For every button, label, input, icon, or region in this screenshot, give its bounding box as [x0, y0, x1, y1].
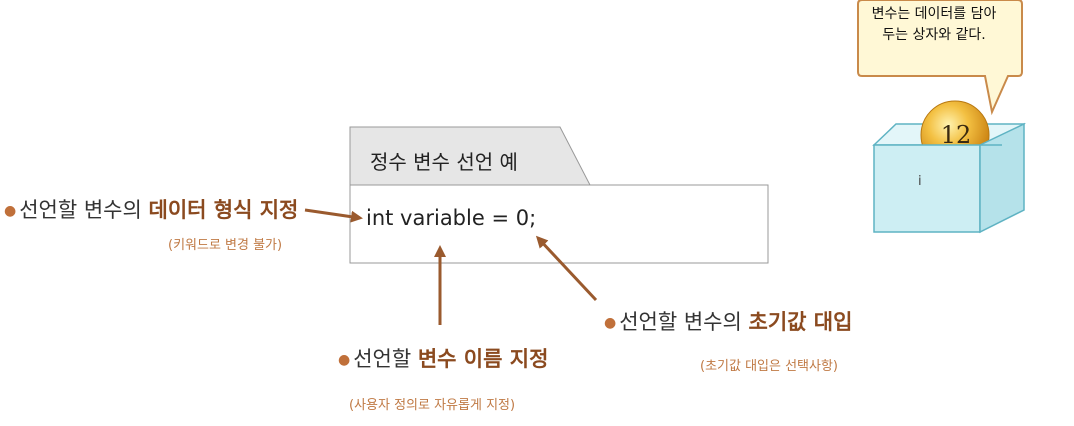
annotation-init-value-prefix: 선언할 변수의: [619, 310, 749, 334]
annotation-init-value-emphasis: 초기값 대입: [748, 310, 853, 334]
speech-bubble: [857, 0, 1023, 116]
code-line: int variable = 0;: [366, 206, 537, 230]
annotation-data-type: ●선언할 변수의 데이터 형식 지정: [4, 194, 298, 224]
annotation-init-value: ●선언할 변수의 초기값 대입: [604, 306, 852, 336]
bubble-text: 변수는 데이터를 담아 두는 상자와 같다.: [860, 4, 1008, 46]
box-label: i: [918, 174, 922, 189]
annotation-data-type-note: (키워드로 변경 불가): [168, 238, 283, 253]
annotation-var-name-emphasis: 변수 이름 지정: [417, 347, 549, 371]
bullet-icon: ●: [604, 315, 617, 331]
bubble-line-1: 변수는 데이터를 담아: [871, 6, 997, 22]
annotation-var-name: ●선언할 변수 이름 지정: [338, 343, 548, 373]
annotation-data-type-emphasis: 데이터 형식 지정: [148, 198, 299, 222]
annotation-var-name-note: (사용자 정의로 자유롭게 지정): [349, 398, 516, 413]
ball-value: 12: [940, 121, 972, 149]
bullet-icon: ●: [338, 352, 351, 368]
arrow-data-type: [304, 208, 363, 223]
bullet-icon: ●: [4, 203, 17, 219]
box-front-face: [873, 144, 981, 233]
code-box: [349, 184, 769, 264]
annotation-init-value-note: (초기값 대입은 선택사항): [700, 359, 839, 374]
bubble-line-2: 두는 상자와 같다.: [882, 27, 986, 43]
annotation-var-name-prefix: 선언할: [353, 347, 418, 371]
code-box-title: 정수 변수 선언 예: [370, 150, 518, 174]
box-side-face: [979, 122, 1025, 234]
annotation-data-type-prefix: 선언할 변수의: [19, 198, 149, 222]
arrow-init-value: [535, 235, 598, 302]
